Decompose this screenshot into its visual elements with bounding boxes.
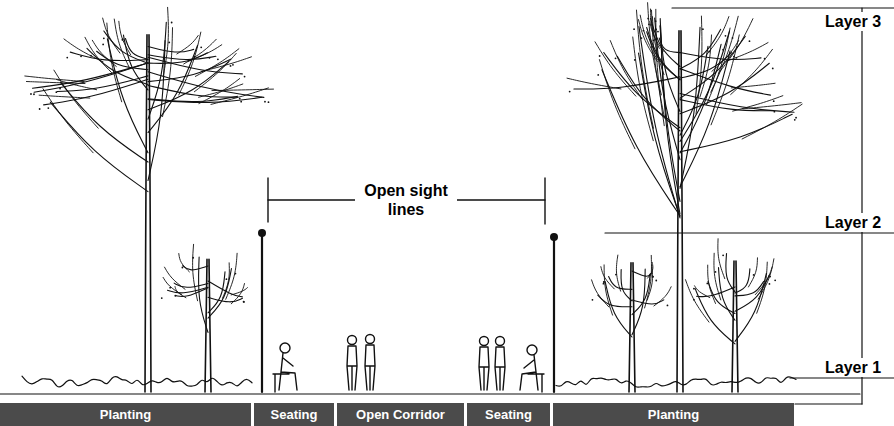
sight-line-label: Open sight lines [355,181,457,219]
band-label: Open Corridor [356,407,445,422]
tree-sketches [25,3,802,392]
layer-leaders [605,8,894,404]
layer-label: Layer 3 [822,12,884,31]
band-label: Seating [485,407,532,422]
band-segment: Seating [254,403,334,426]
band-label: Seating [271,407,318,422]
layer-label: Layer 1 [822,358,884,377]
ground-line [0,393,860,394]
band-segment: Open Corridor [337,403,464,426]
people [273,335,544,393]
band-label: Planting [648,407,699,422]
ground-planting [22,376,796,387]
band-segment: Planting [553,403,794,426]
layer-label: Layer 2 [822,213,884,232]
band-segment: Seating [467,403,550,426]
band-label: Planting [100,407,151,422]
band-segment: Planting [0,403,251,426]
sight-line-bracket [268,178,545,224]
lamp-posts [258,229,558,392]
